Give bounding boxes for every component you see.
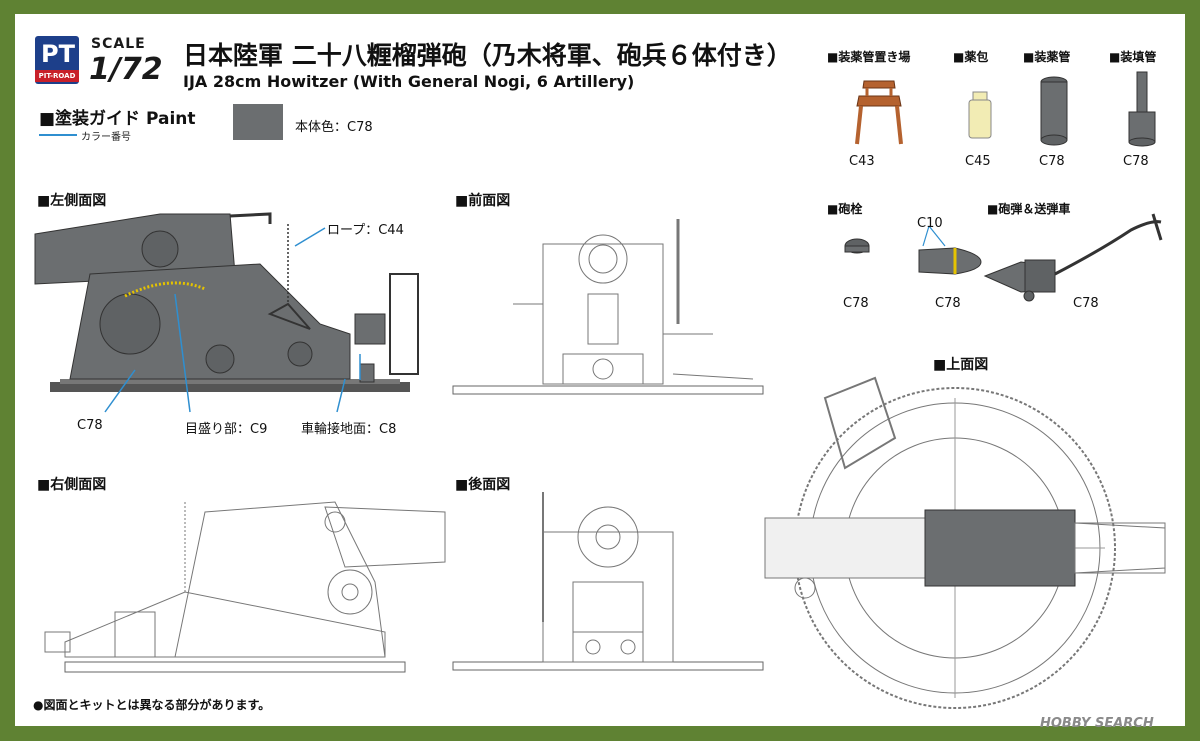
color-number-note: カラー番号	[81, 132, 131, 143]
part-name-charge-bag: ■薬包	[953, 50, 989, 64]
callout-line-legend	[39, 134, 77, 136]
front-view-drawing	[452, 219, 764, 395]
breech-plug-color: C78	[843, 296, 869, 311]
scale-marks-callout: 目盛り部：C9	[185, 422, 268, 437]
left-side-view-heading: ■左側面図	[37, 193, 107, 209]
rope-callout: ロープ：C44	[327, 223, 404, 238]
rear-view-heading: ■後面図	[455, 477, 511, 493]
instruction-sheet: PT PIT-ROAD SCALE 1/72 日本陸軍 二十八糎榴弾砲（乃木将軍…	[15, 14, 1185, 726]
front-view-heading: ■前面図	[455, 193, 511, 209]
shell-drawing	[918, 247, 982, 275]
scale-value: 1/72	[89, 52, 163, 87]
charge-tube-color: C78	[1039, 154, 1065, 169]
shell-cart-color: C78	[1073, 296, 1099, 311]
disclaimer-note: ●図面とキットとは異なる部分があります。	[33, 698, 271, 712]
part-name-charge-tube: ■装薬管	[1023, 50, 1071, 64]
charge-stand-drawing	[855, 80, 903, 145]
paint-guide-heading: ■塗装ガイド Paint	[39, 109, 196, 129]
charge-bag-drawing	[968, 91, 992, 139]
wheel-contact-callout: 車輪接地面：C8	[301, 422, 397, 437]
loading-tube-drawing	[1128, 71, 1156, 147]
shell-callout-lines	[922, 225, 946, 247]
logo-subtext: PIT-ROAD	[35, 70, 79, 82]
left-view-callout-lines	[104, 227, 346, 413]
rear-view-drawing	[452, 492, 764, 671]
body-color-label: 本体色：C78	[295, 120, 373, 135]
part-name-breech-plug: ■砲栓	[827, 202, 863, 216]
part-name-loading-tube: ■装填管	[1109, 50, 1157, 64]
charge-bag-color: C45	[965, 154, 991, 169]
loading-tube-color: C78	[1123, 154, 1149, 169]
part-name-charge-stand: ■装薬管置き場	[827, 50, 911, 64]
title-japanese: 日本陸軍 二十八糎榴弾砲（乃木将軍、砲兵６体付き）	[183, 41, 792, 70]
charge-stand-color: C43	[849, 154, 875, 169]
pit-road-logo: PT PIT-ROAD	[35, 36, 79, 84]
scale-word: SCALE	[91, 36, 146, 52]
top-view-drawing	[764, 376, 1166, 709]
logo-mark: PT	[41, 40, 75, 68]
title-english: IJA 28cm Howitzer (With General Nogi, 6 …	[183, 72, 635, 91]
shell-color: C78	[935, 296, 961, 311]
breech-plug-drawing	[844, 238, 870, 254]
charge-tube-drawing	[1040, 76, 1068, 146]
shell-cart-drawing	[983, 213, 1163, 302]
left-side-view-drawing	[34, 212, 419, 392]
body-color-swatch	[233, 104, 283, 140]
top-view-heading: ■上面図	[933, 357, 989, 373]
right-side-view-drawing	[44, 501, 446, 673]
right-side-view-heading: ■右側面図	[37, 477, 107, 493]
part-name-shell-and-cart: ■砲弾＆送弾車	[987, 202, 1071, 216]
main-color-callout: C78	[77, 418, 103, 433]
shell-tip-color: C10	[917, 216, 943, 231]
hobby-search-watermark: HOBBY SEARCH	[1040, 716, 1154, 731]
